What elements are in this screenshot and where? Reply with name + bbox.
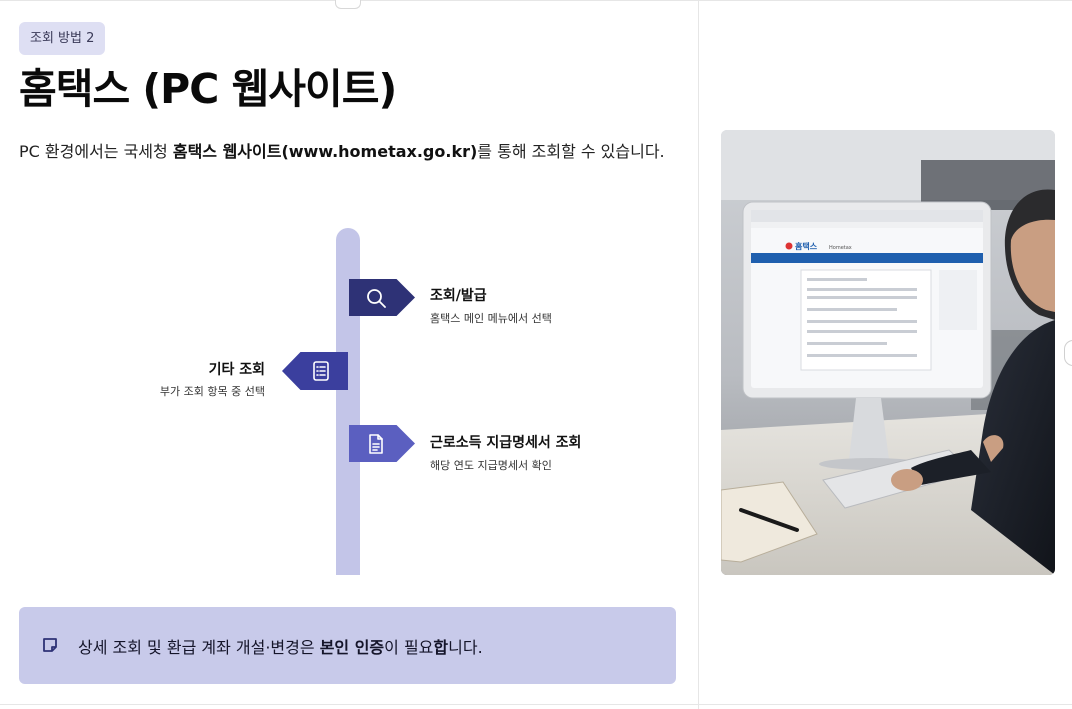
intro-text-after: 를 통해 조회할 수 있습니다. (477, 142, 665, 161)
note-before: 상세 조회 및 환급 계좌 개설·변경은 (78, 637, 320, 657)
timeline-sign-document (349, 425, 415, 462)
timeline-item-desc-1: 홈택스 메인 메뉴에서 선택 (430, 312, 552, 325)
screen-logo-text: 홈택스 (795, 241, 818, 251)
timeline-item-title-1: 조회/발급 (430, 288, 487, 304)
list-icon (313, 361, 329, 381)
auth-notice: 상세 조회 및 환급 계좌 개설·변경은 본인 인증이 필요합니다. (19, 607, 676, 684)
search-icon (367, 288, 386, 308)
method-badge: 조회 방법 2 (19, 22, 106, 55)
timeline-sign-search (349, 279, 415, 316)
drag-handle-icon[interactable]: ⋯ (335, 0, 361, 9)
timeline-item-desc-2: 부가 조회 항목 중 선택 (159, 385, 265, 398)
note-bold-end: 합 (433, 637, 449, 657)
top-border (0, 0, 1072, 1)
hometax-user-photo: 홈택스 Hometax (721, 130, 1055, 575)
screen-logo-sub: Hometax (829, 245, 852, 251)
bottom-border (0, 704, 1072, 705)
intro-text-bold: 홈택스 웹사이트(www.hometax.go.kr) (172, 142, 478, 161)
note-after: 니다. (448, 637, 483, 657)
carousel-next-handle[interactable] (1064, 340, 1072, 366)
intro-paragraph: PC 환경에서는 국세청 홈택스 웹사이트(www.hometax.go.kr)… (19, 138, 679, 166)
intro-text-before: PC 환경에서는 국세청 (19, 142, 173, 161)
document-icon (369, 433, 383, 454)
note-bold-auth: 본인 인증 (319, 637, 385, 657)
sticky-note-icon (43, 638, 57, 652)
column-divider (698, 0, 699, 709)
note-mid: 이 필요 (384, 637, 434, 657)
timeline-sign-list (282, 352, 348, 390)
timeline-item-desc-3: 해당 연도 지급명세서 확인 (430, 459, 552, 472)
auth-notice-text: 상세 조회 및 환급 계좌 개설·변경은 본인 인증이 필요합니다. (78, 634, 483, 658)
timeline-item-title-3: 근로소득 지급명세서 조회 (430, 435, 582, 451)
timeline-item-title-2: 기타 조회 (208, 362, 265, 378)
page-title: 홈택스 (PC 웹사이트) (19, 65, 397, 113)
